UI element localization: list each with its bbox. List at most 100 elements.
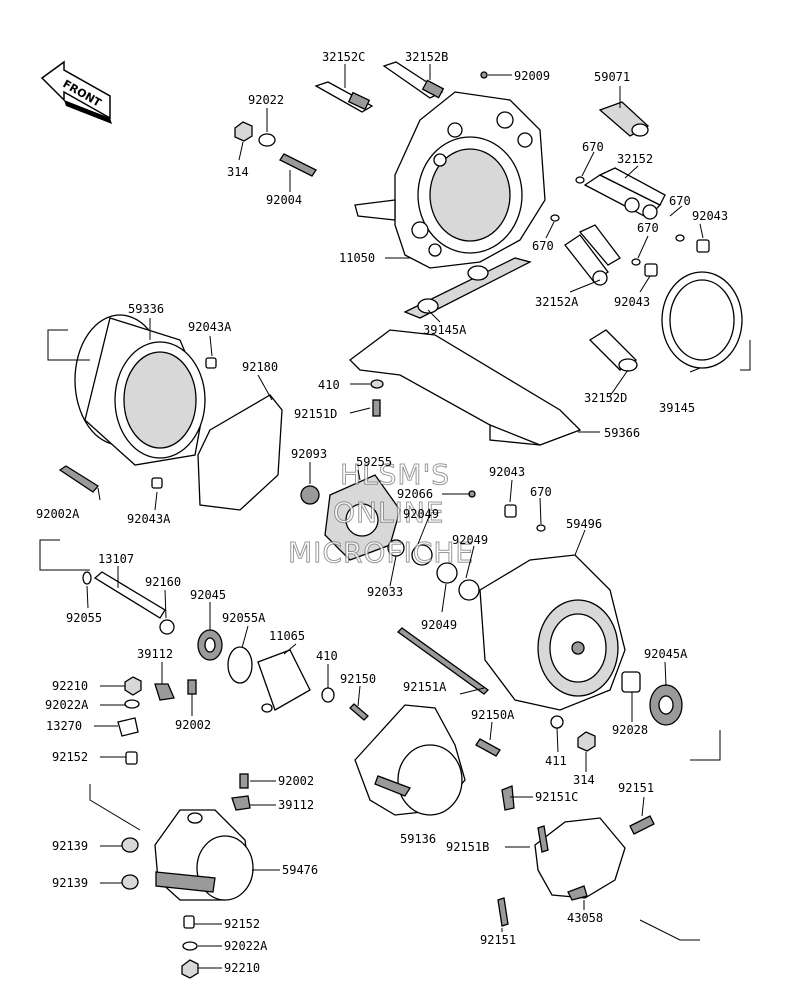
bolt-92151C-shape [501, 785, 515, 811]
front-arrow-badge: FRONT [40, 60, 112, 124]
label-92049-c: 92049 [421, 618, 457, 632]
bolt-92150A-shape [475, 738, 501, 757]
fitting-59071-shape [598, 101, 650, 137]
label-92022A-lower: 92022A [224, 939, 268, 953]
pump-body-59496-shape [479, 554, 626, 711]
label-92055: 92055 [66, 611, 102, 625]
label-59255: 59255 [356, 455, 392, 469]
bushing-32152-shape [583, 167, 666, 220]
pin-92043-center-shape [504, 504, 517, 518]
label-32152C: 32152C [322, 50, 365, 64]
label-32152: 32152 [617, 152, 653, 166]
label-314-upper: 314 [227, 165, 249, 179]
label-39112-lower: 39112 [278, 798, 314, 812]
label-92152-upper: 92152 [52, 750, 88, 764]
bolt-92002-upper-shape [187, 679, 197, 695]
leader-lines [39, 64, 751, 969]
watermark-line-2: ONLINE [333, 496, 444, 529]
stud-92004-shape [279, 153, 317, 177]
collar-92152-upper-shape [125, 751, 138, 765]
label-39145A: 39145A [423, 323, 467, 337]
label-92139-upper: 92139 [52, 839, 88, 853]
label-92210-lower: 92210 [224, 961, 260, 975]
sleeve-92028-shape [621, 671, 641, 693]
label-43058: 43058 [567, 911, 603, 925]
o-ring-92160-shape [159, 619, 175, 635]
label-411: 411 [545, 754, 567, 768]
label-11050: 11050 [339, 251, 375, 265]
label-92055A: 92055A [222, 611, 266, 625]
bolt-92150-shape [349, 703, 369, 721]
bushings-92139-shape [121, 837, 139, 890]
label-92004: 92004 [266, 193, 302, 207]
washer-410-lower-shape [321, 687, 335, 703]
nut-92210-shape [124, 676, 142, 696]
label-92043-a: 92043 [692, 209, 728, 223]
label-92151-right: 92151 [618, 781, 654, 795]
label-670-a: 670 [582, 140, 604, 154]
label-32152A: 32152A [535, 295, 579, 309]
washer-410-upper-shape [370, 379, 384, 389]
label-670-c: 670 [637, 221, 659, 235]
label-92002-lower: 92002 [278, 774, 314, 788]
pins-92043A-shape [151, 357, 217, 489]
seal-92093-shape [300, 485, 320, 505]
label-32152D: 32152D [584, 391, 627, 405]
label-32152B: 32152B [405, 50, 448, 64]
bearing-92045-shape [197, 629, 223, 661]
label-92043A-2: 92043A [127, 512, 171, 526]
collar-92152-lower-shape [183, 915, 195, 929]
nut-314-shape [234, 121, 253, 142]
bushing-32152A-shape [564, 224, 621, 286]
o-ring-92055A-shape [227, 646, 253, 684]
label-92043-b: 92043 [614, 295, 650, 309]
pipe-32152D-shape [588, 329, 638, 372]
label-670-d: 670 [532, 239, 554, 253]
watermark-line-3: MICROFICHE [288, 536, 474, 569]
part-labels: 32152C 32152B 92009 59071 92022 314 9200… [36, 50, 728, 975]
nut-314-lower-shape [577, 731, 596, 752]
o-ring-92055-shape [82, 571, 92, 585]
label-92151D: 92151D [294, 407, 337, 421]
bolt-92002A-shape [58, 465, 99, 493]
label-92033: 92033 [367, 585, 403, 599]
label-92152-lower: 92152 [224, 917, 260, 931]
label-410-lower: 410 [316, 649, 338, 663]
label-92150: 92150 [340, 672, 376, 686]
label-92139-lower: 92139 [52, 876, 88, 890]
gasket-92180-shape [197, 394, 283, 511]
label-92160: 92160 [145, 575, 181, 589]
label-13107: 13107 [98, 552, 134, 566]
washer-92022A-shape [124, 699, 140, 709]
label-92180: 92180 [242, 360, 278, 374]
washers-92049-shape [411, 544, 480, 601]
label-92151A: 92151A [403, 680, 447, 694]
label-59476: 59476 [282, 863, 318, 877]
label-92151-bottom: 92151 [480, 933, 516, 947]
washer-92022-shape [258, 133, 276, 147]
o-rings-670-shape [550, 176, 685, 266]
nozzle-59136-shape [354, 704, 466, 816]
clip-13270-shape [117, 717, 139, 737]
label-92043A-1: 92043A [188, 320, 232, 334]
label-39112-upper: 39112 [137, 647, 173, 661]
label-92045A: 92045A [644, 647, 688, 661]
bearing-92045A-shape [649, 684, 683, 726]
label-92066: 92066 [397, 487, 433, 501]
label-92151C: 92151C [535, 790, 578, 804]
pump-cover-shape [354, 91, 546, 269]
label-92093: 92093 [291, 447, 327, 461]
label-59496: 59496 [566, 517, 602, 531]
seal-39145A-shape [403, 257, 532, 319]
label-92022A-upper: 92022A [45, 698, 89, 712]
washer-411-shape [550, 715, 564, 729]
stud-92151A-shape [397, 627, 489, 695]
plug-92009-shape [480, 71, 488, 79]
label-59136: 59136 [400, 832, 436, 846]
washer-92022A-lower-shape [182, 941, 198, 951]
label-92151B: 92151B [446, 840, 489, 854]
bolt-92002-lower-shape [239, 773, 249, 789]
shaft-32152C-shape [314, 81, 374, 113]
label-92009: 92009 [514, 69, 550, 83]
watermark-line-1: HLSM'S [340, 458, 450, 491]
